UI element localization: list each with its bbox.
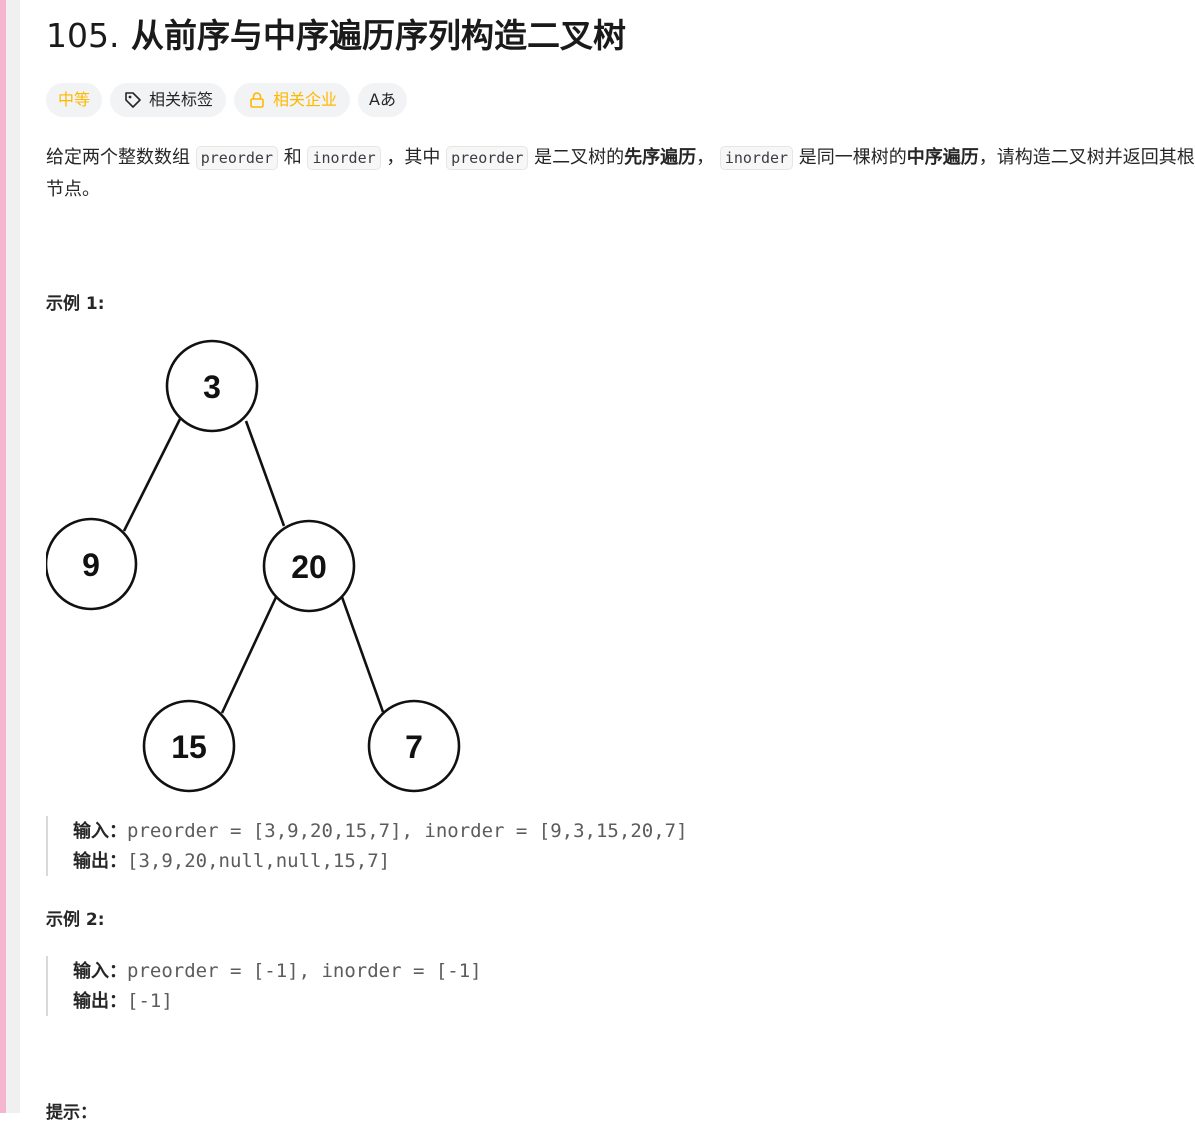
example1-title: 示例 1: xyxy=(46,294,105,314)
tree-node-root xyxy=(165,339,259,433)
bold-text: 中序遍历 xyxy=(906,147,979,168)
tree-node-right xyxy=(262,519,356,613)
node-label: 3 xyxy=(203,369,221,405)
tree-edge xyxy=(244,420,286,527)
difficulty-label: 中等 xyxy=(58,90,91,109)
related-companies-label: 相关企业 xyxy=(273,90,338,109)
example2-io-block: 输入：preorder = [-1], inorder = [-1] 输出：[-… xyxy=(46,956,482,1016)
tree-node-left xyxy=(46,517,138,611)
tree-node-right-left xyxy=(142,699,236,793)
inline-code: preorder xyxy=(195,146,278,170)
bold-text: 先序遍历 xyxy=(624,147,697,168)
tree-edge xyxy=(122,418,182,532)
example2-title: 示例 2: xyxy=(46,910,105,930)
example1-tree-diagram: 3 9 20 15 7 xyxy=(46,339,461,793)
inline-code: inorder xyxy=(307,146,381,170)
tree-edge xyxy=(340,596,385,713)
node-label: 20 xyxy=(291,549,327,585)
tree-node-right-right xyxy=(367,699,461,793)
difficulty-badge: 中等 xyxy=(46,83,103,117)
problem-title[interactable]: 105. 从前序与中序遍历序列构造二叉树 xyxy=(46,14,626,58)
example1-io-block: 输入：preorder = [3,9,20,15,7], inorder = [… xyxy=(46,816,688,876)
example1-input-line: 输入：preorder = [3,9,20,15,7], inorder = [… xyxy=(73,820,688,842)
window-edge xyxy=(0,0,6,1113)
tag-icon xyxy=(123,90,143,110)
translate-icon: Aあ xyxy=(369,90,396,109)
inline-code: inorder xyxy=(719,146,794,170)
tree-edge xyxy=(220,594,279,714)
node-label: 7 xyxy=(405,729,423,765)
related-companies-button[interactable]: 相关企业 xyxy=(234,83,351,117)
problem-number: 105. xyxy=(46,16,120,55)
node-label: 9 xyxy=(82,547,100,583)
inline-code: preorder xyxy=(446,146,529,170)
example1-output-line: 输出：[3,9,20,null,null,15,7] xyxy=(73,850,391,872)
hints-title: 提示： xyxy=(46,1103,97,1123)
related-tags-button[interactable]: 相关标签 xyxy=(110,83,227,117)
example2-output-line: 输出：[-1] xyxy=(73,990,173,1012)
related-tags-label: 相关标签 xyxy=(149,90,214,109)
lock-icon xyxy=(247,90,267,110)
example2-input-line: 输入：preorder = [-1], inorder = [-1] xyxy=(73,960,482,982)
node-label: 15 xyxy=(171,729,207,765)
problem-description: 给定两个整数数组 preorder 和 inorder ，其中 preorder… xyxy=(46,146,1195,200)
translate-button[interactable]: Aあ xyxy=(358,83,407,117)
tag-bar: 中等 相关标签 相关企业 Aあ xyxy=(46,83,407,117)
panel-divider[interactable] xyxy=(6,0,20,1113)
problem-title-text: 从前序与中序遍历序列构造二叉树 xyxy=(130,16,626,55)
